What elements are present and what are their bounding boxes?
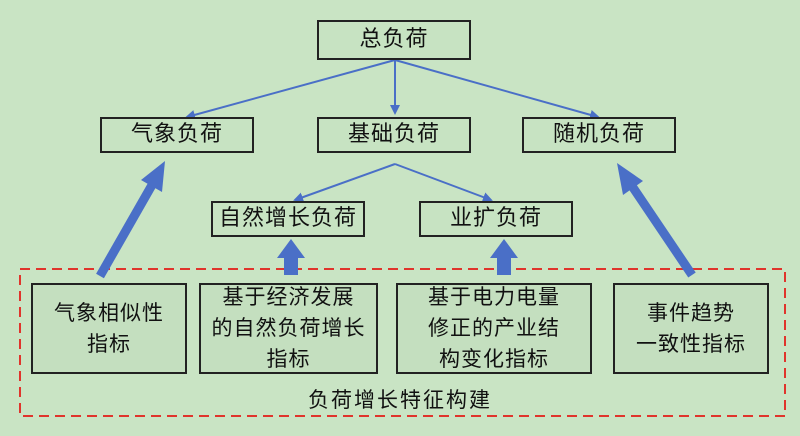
indicator-natural-growth-label: 基于经济发展 的自然负荷增长 指标 bbox=[211, 285, 366, 371]
connector-base-to-natural bbox=[293, 163, 396, 202]
indicator-industry-structure: 基于电力电量 修正的产业结 构变化指标 bbox=[396, 283, 592, 374]
node-total-load: 总负荷 bbox=[317, 20, 471, 60]
node-base-load: 基础负荷 bbox=[317, 117, 471, 153]
indicator-industry-structure-label: 基于电力电量 修正的产业结 构变化指标 bbox=[428, 285, 560, 371]
indicator-weather-similarity: 气象相似性 指标 bbox=[31, 283, 187, 374]
indicator-group-caption: 负荷增长特征构建 bbox=[308, 388, 492, 412]
node-natural-growth-load: 自然增长负荷 bbox=[211, 201, 365, 237]
thick-arrow-random bbox=[617, 163, 696, 278]
thick-arrow-weather bbox=[96, 161, 165, 279]
node-weather-load: 气象负荷 bbox=[100, 117, 254, 153]
node-expansion-load-label: 业扩负荷 bbox=[449, 206, 542, 232]
indicator-weather-similarity-label: 气象相似性 指标 bbox=[54, 300, 164, 356]
indicator-event-trend-label: 事件趋势 一致性指标 bbox=[636, 300, 746, 356]
node-random-load: 随机负荷 bbox=[522, 117, 676, 153]
connector-base-to-expansion bbox=[394, 163, 493, 202]
indicator-event-trend: 事件趋势 一致性指标 bbox=[613, 283, 769, 374]
node-expansion-load: 业扩负荷 bbox=[419, 201, 573, 237]
node-random-load-label: 随机负荷 bbox=[552, 122, 645, 148]
node-base-load-label: 基础负荷 bbox=[347, 122, 440, 148]
thick-arrow-expansion bbox=[490, 239, 518, 275]
node-natural-growth-load-label: 自然增长负荷 bbox=[218, 206, 357, 232]
connector-root-to-random bbox=[394, 59, 600, 120]
node-total-load-label: 总负荷 bbox=[359, 27, 429, 53]
indicator-group-frame bbox=[19, 268, 786, 417]
indicator-natural-growth: 基于经济发展 的自然负荷增长 指标 bbox=[199, 283, 378, 374]
node-weather-load-label: 气象负荷 bbox=[130, 122, 223, 148]
thick-arrow-natural bbox=[277, 239, 305, 275]
connector-root-to-weather bbox=[185, 59, 396, 120]
